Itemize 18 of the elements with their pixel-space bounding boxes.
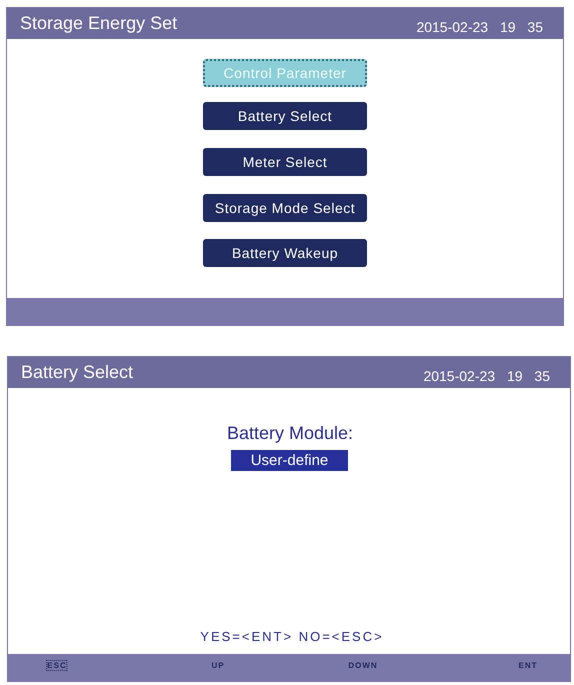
screen-title: Storage Energy Set	[20, 13, 178, 34]
menu-button: Battery Wakeup	[203, 239, 367, 267]
menu-button: Meter Select	[203, 148, 367, 176]
selected-value: User-define	[231, 450, 348, 471]
display-screen	[7, 356, 571, 682]
screen-title: Battery Select	[21, 362, 134, 383]
menu-button: Storage Mode Select	[203, 194, 367, 222]
date-time: 2015-02-23 19 35	[423, 368, 550, 384]
key-label: UP	[211, 661, 225, 670]
menu-button: Control Parameter	[203, 59, 367, 87]
field-label: Battery Module:	[226, 423, 354, 444]
display-screen	[6, 7, 564, 326]
key-label: ENT	[518, 661, 538, 670]
key-label: DOWN	[348, 661, 378, 670]
menu-button: Battery Select	[203, 102, 367, 130]
date-time: 2015-02-23 19 35	[416, 19, 543, 35]
prompt-text: YES=<ENT> NO=<ESC>	[200, 629, 384, 644]
key-label: ESC	[47, 661, 67, 670]
